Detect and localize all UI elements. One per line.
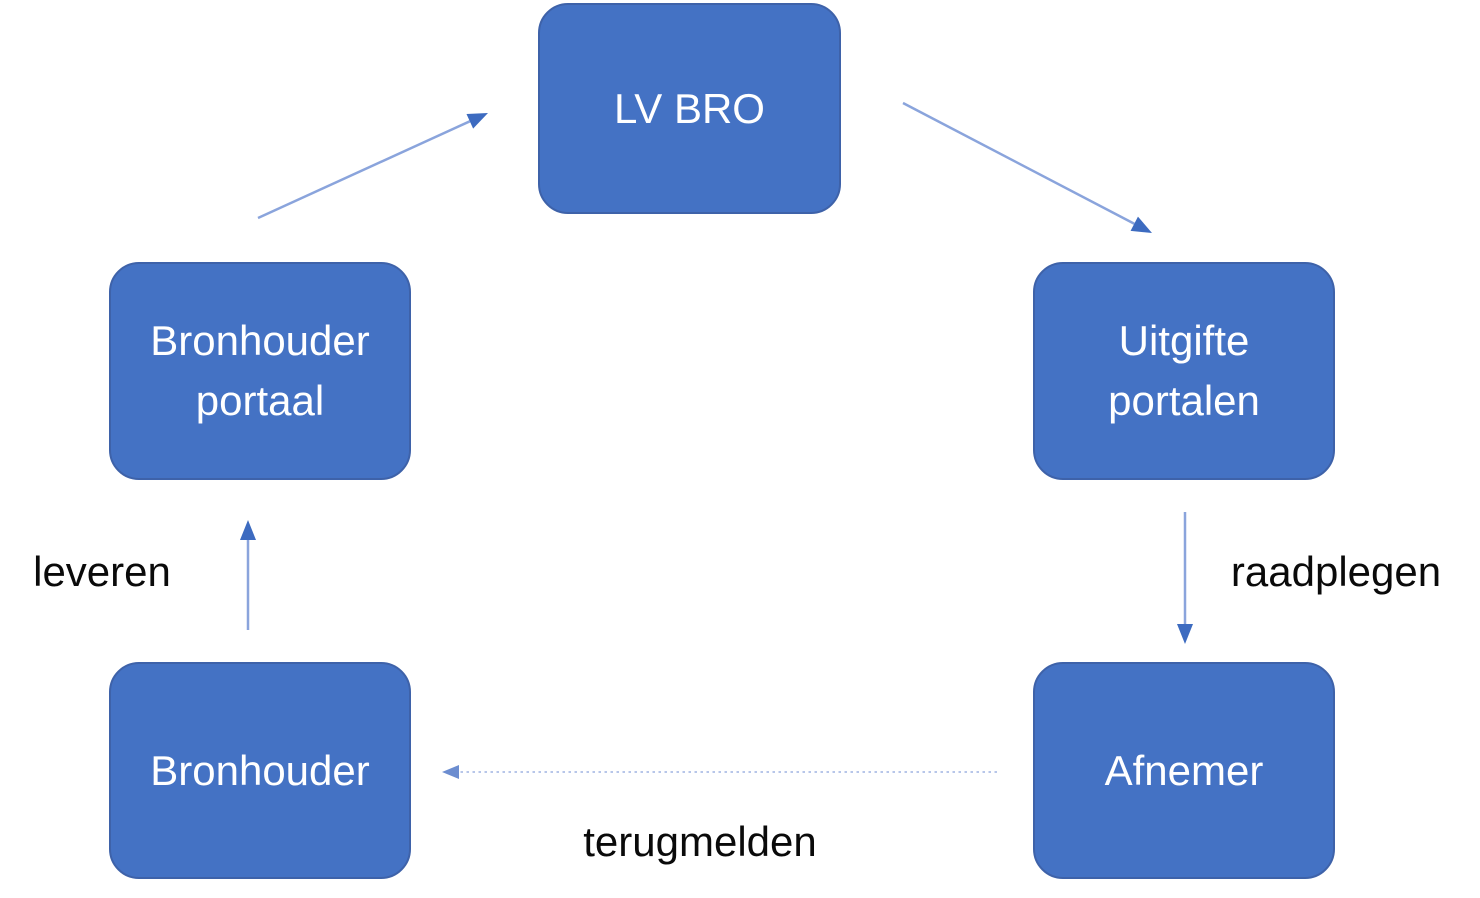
node-bronhouder-label: Bronhouder (150, 746, 370, 794)
node-uitgifte-portalen-label: portalen (1108, 377, 1260, 424)
edge-afnemer-to-bronhouder-arrowhead-icon (442, 765, 459, 779)
edge-label-terugmelden: terugmelden (583, 818, 817, 865)
node-bronhouder-portaal-label: portaal (195, 377, 325, 424)
edge-uitgifteportalen-to-afnemer-arrowhead-icon (1177, 624, 1193, 644)
edge-label-raadplegen: raadplegen (1230, 548, 1442, 595)
node-afnemer-label: Afnemer (1104, 746, 1264, 794)
node-uitgifte-portalen: Uitgifte portalen (1033, 262, 1335, 480)
node-lv-bro-label: LV BRO (614, 84, 765, 132)
node-bronhouder-portaal: Bronhouder portaal (109, 262, 411, 480)
node-bronhouder: Bronhouder (109, 662, 411, 879)
edge-bronhouder-to-bronhouderportaal-arrowhead-icon (240, 520, 256, 540)
node-lv-bro: LV BRO (538, 3, 841, 214)
node-bronhouder-portaal-label: Bronhouder (150, 317, 370, 364)
edge-bronhouderportaal-to-lvbro-arrowhead-icon (466, 113, 488, 129)
node-afnemer: Afnemer (1033, 662, 1335, 879)
edge-lvbro-to-uitgifteportalen (902, 101, 1135, 225)
edge-bronhouderportaal-to-lvbro (257, 120, 471, 220)
edge-label-leveren: leveren (33, 548, 171, 595)
edge-lvbro-to-uitgifteportalen-arrowhead-icon (1130, 216, 1152, 233)
node-uitgifte-portalen-label: Uitgifte (1118, 317, 1250, 364)
